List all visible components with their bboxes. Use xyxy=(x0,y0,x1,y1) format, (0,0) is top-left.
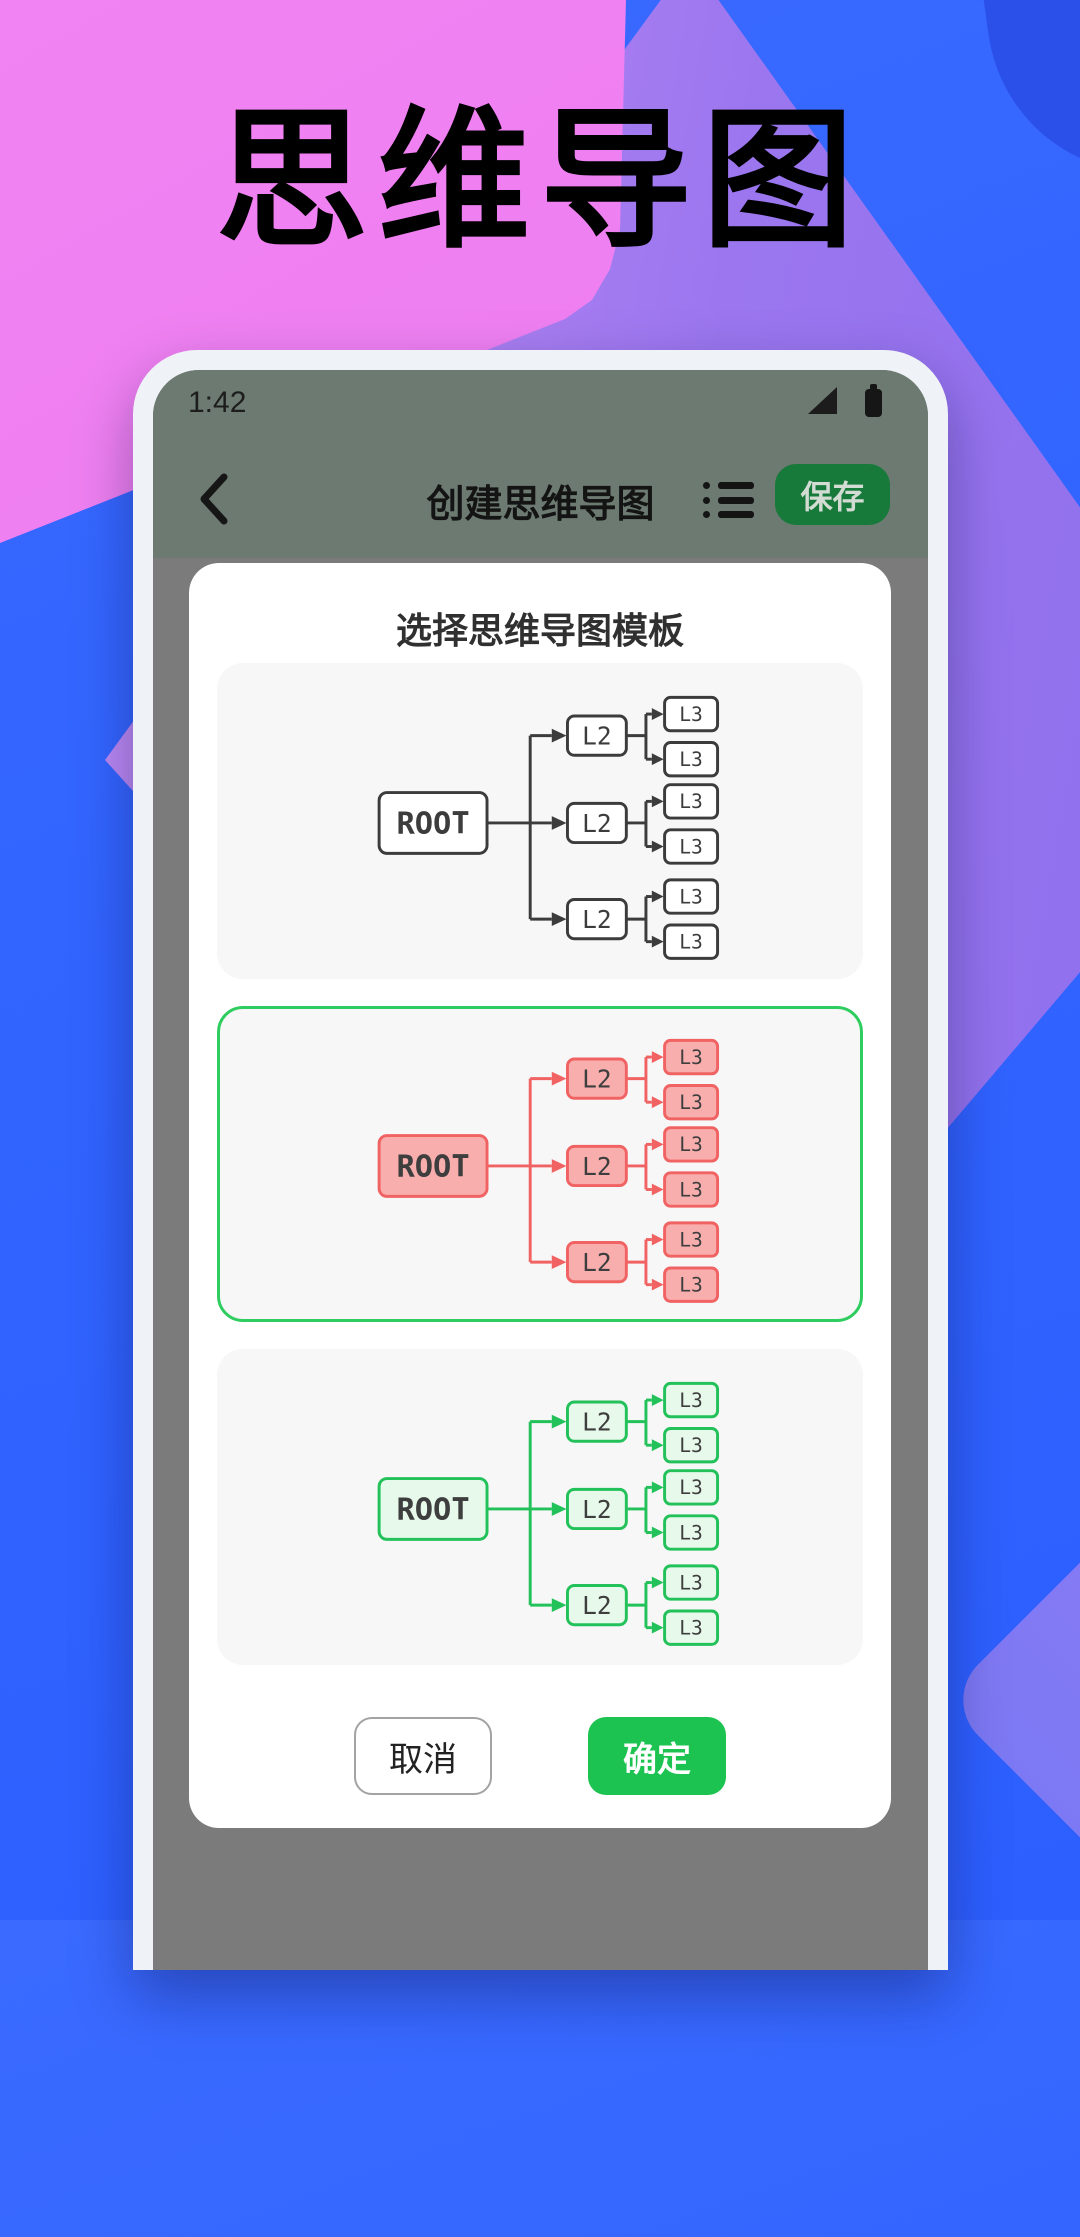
svg-text:ROOT: ROOT xyxy=(396,1150,469,1185)
battery-nub xyxy=(870,384,877,390)
svg-text:L3: L3 xyxy=(679,1476,703,1499)
phone-screen: 1:42 创建思维导图 保存 选择思维导图模板 xyxy=(153,370,928,1970)
svg-text:L2: L2 xyxy=(582,1407,612,1436)
svg-text:L3: L3 xyxy=(679,1178,703,1201)
svg-text:L3: L3 xyxy=(679,703,703,726)
svg-text:ROOT: ROOT xyxy=(396,1493,469,1528)
svg-text:L2: L2 xyxy=(582,1591,612,1620)
svg-text:L3: L3 xyxy=(679,790,703,813)
nav-title: 创建思维导图 xyxy=(426,484,655,526)
menu-button[interactable] xyxy=(703,482,755,518)
back-button[interactable] xyxy=(193,470,237,528)
list-icon xyxy=(703,511,755,518)
signal-icon xyxy=(808,387,837,414)
svg-text:L2: L2 xyxy=(582,1152,612,1181)
svg-text:L3: L3 xyxy=(679,1389,703,1412)
template-modal: 选择思维导图模板 xyxy=(189,563,891,1828)
mindmap-preview: ROOT L2 L2 L2 L3 L3 L3 L3 L3 L3 xyxy=(377,1038,720,1303)
modal-footer: 取消 确定 xyxy=(189,1717,891,1795)
svg-text:L3: L3 xyxy=(679,1274,703,1297)
confirm-button[interactable]: 确定 xyxy=(588,1717,726,1795)
status-time: 1:42 xyxy=(188,386,247,419)
template-card-2[interactable]: ROOT L2 L2 L2 L3 L3 L3 L3 L3 L3 xyxy=(217,1006,863,1322)
svg-text:L3: L3 xyxy=(679,1521,703,1544)
svg-text:L3: L3 xyxy=(679,1617,703,1640)
svg-text:L2: L2 xyxy=(582,1495,612,1524)
svg-text:L2: L2 xyxy=(582,1248,612,1277)
template-card-3[interactable]: ROOT L2 L2 L2 L3 L3 L3 L3 L3 L3 xyxy=(217,1349,863,1665)
page-title: 思维导图 xyxy=(216,96,864,266)
mindmap-preview: ROOT L2 L2 L2 L3 L3 L3 L3 L3 L3 xyxy=(377,1381,720,1646)
svg-text:L3: L3 xyxy=(679,885,703,908)
template-card-1[interactable]: ROOT L2 L2 L2 L3 L3 L3 L3 L3 L3 xyxy=(217,663,863,979)
cancel-button[interactable]: 取消 xyxy=(354,1717,492,1795)
app-bar: 1:42 创建思维导图 保存 xyxy=(153,370,928,558)
modal-title: 选择思维导图模板 xyxy=(395,610,684,651)
template-list: ROOT L2 L2 L2 L3 L3 L3 L3 L3 L3 xyxy=(189,663,891,1665)
save-button[interactable]: 保存 xyxy=(775,464,890,525)
chevron-left-icon xyxy=(200,473,228,525)
svg-text:L3: L3 xyxy=(679,835,703,858)
svg-text:L3: L3 xyxy=(679,1046,703,1069)
svg-text:L2: L2 xyxy=(582,809,612,838)
svg-text:ROOT: ROOT xyxy=(396,807,469,842)
list-icon xyxy=(703,496,755,504)
svg-text:L2: L2 xyxy=(582,905,612,934)
svg-text:L3: L3 xyxy=(679,748,703,771)
phone-frame: 1:42 创建思维导图 保存 选择思维导图模板 xyxy=(133,350,948,1970)
svg-text:L3: L3 xyxy=(679,1091,703,1114)
battery-body xyxy=(865,389,882,417)
svg-text:L2: L2 xyxy=(582,721,612,750)
list-icon xyxy=(703,482,755,489)
svg-text:L3: L3 xyxy=(679,1434,703,1457)
bg-bottom-right-diamond xyxy=(942,1162,1080,2237)
svg-text:L3: L3 xyxy=(679,1228,703,1251)
battery-icon xyxy=(865,384,882,417)
svg-text:L3: L3 xyxy=(679,931,703,954)
svg-text:L3: L3 xyxy=(679,1571,703,1594)
svg-text:L2: L2 xyxy=(582,1064,612,1093)
svg-text:L3: L3 xyxy=(679,1133,703,1156)
mindmap-preview: ROOT L2 L2 L2 L3 L3 L3 L3 L3 L3 xyxy=(377,695,720,960)
